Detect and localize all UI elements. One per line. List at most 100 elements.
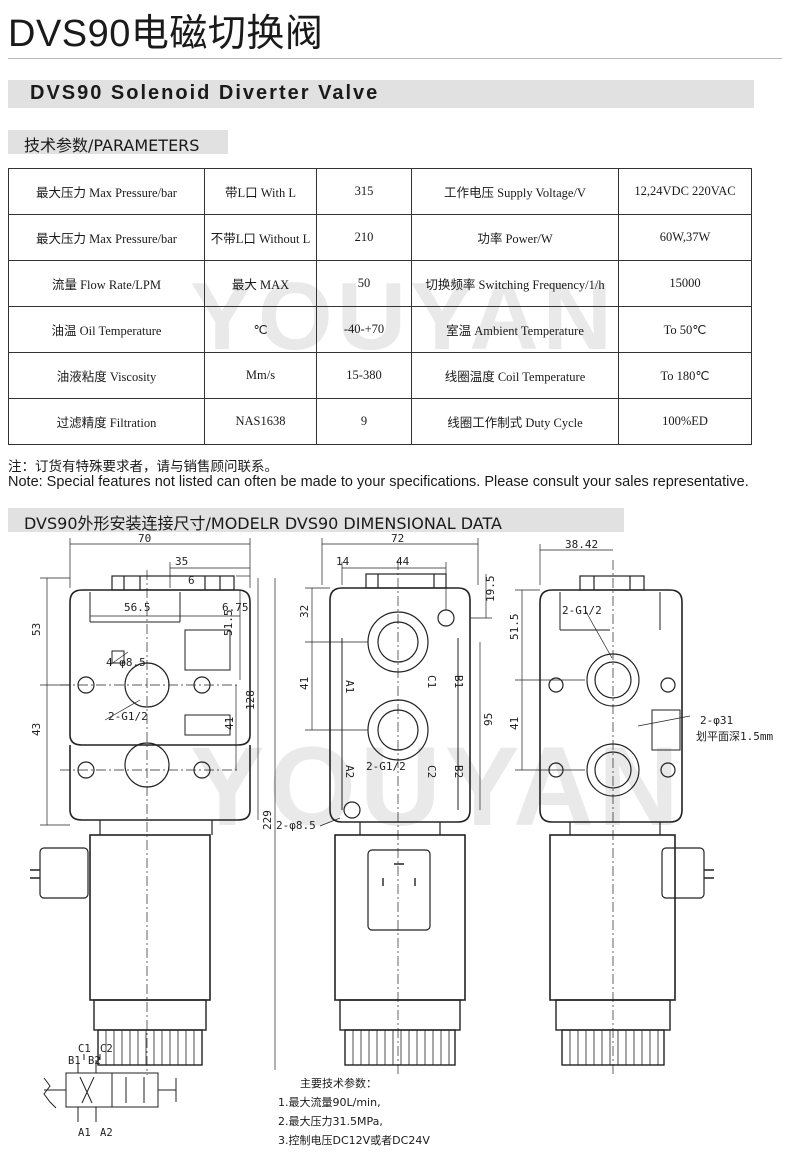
table-row: 最大压力 Max Pressure/bar 带L口 With L 315 工作电… (8, 168, 752, 215)
port-a1: A1 (343, 680, 356, 693)
param-condition: 不带L口 Without L (204, 214, 317, 261)
label-4-holes: 4-φ8.5 (106, 656, 146, 669)
param-name: 线圈工作制式 Duty Cycle (411, 398, 619, 445)
port-c2: C2 (425, 765, 438, 778)
front-valve-body (69, 589, 251, 746)
subtitle-bar: DVS90 Solenoid Diverter Valve (8, 80, 754, 108)
label-spotface-depth: 划平面深1.5mm (696, 730, 773, 743)
title-divider (8, 58, 782, 59)
rear-mount-hole (660, 677, 676, 693)
param-value: 100%ED (618, 398, 752, 445)
param-value: 60W,37W (618, 214, 752, 261)
param-name: 功率 Power/W (411, 214, 619, 261)
param-value: 15-380 (316, 352, 412, 399)
param-condition: 带L口 With L (204, 168, 317, 215)
dim-38-42: 38.42 (565, 538, 598, 551)
dim-44: 44 (396, 555, 410, 568)
table-row: 流量 Flow Rate/LPM 最大 MAX 50 切换频率 Switchin… (8, 260, 752, 307)
dim-6: 6 (188, 574, 195, 587)
front-connector (39, 847, 89, 899)
dim-41-side: 41 (298, 677, 311, 690)
port-c1: C1 (425, 675, 438, 688)
label-spotface: 2-φ31 (700, 714, 733, 727)
param-value: 315 (316, 168, 412, 215)
parameters-section-title: 技术参数/PARAMETERS (24, 136, 200, 155)
rear-view (515, 544, 714, 1075)
parameters-table: 最大压力 Max Pressure/bar 带L口 With L 315 工作电… (8, 168, 752, 445)
front-knurled-nut (97, 1029, 203, 1066)
dim-128: 128 (244, 690, 257, 710)
table-row: 过滤精度 Filtration NAS1638 9 线圈工作制式 Duty Cy… (8, 398, 752, 445)
rear-connector (661, 847, 705, 899)
dim-56-5: 56.5 (124, 601, 151, 614)
watermark-bottom: YOUYAN (190, 724, 683, 849)
dim-229: 229 (261, 810, 274, 830)
dimensional-drawing: 70 35 6 56.5 6.75 51.5 53 43 128 41 229 … (30, 532, 773, 1139)
dim-19-5: 19.5 (484, 576, 497, 603)
param-name: 工作电压 Supply Voltage/V (411, 168, 619, 215)
side-valve-body (329, 587, 471, 823)
dim-35: 35 (175, 555, 188, 568)
param-condition: ℃ (204, 306, 317, 353)
port-b2: B2 (452, 765, 465, 778)
param-name: 最大压力 Max Pressure/bar (8, 214, 205, 261)
rear-mount-hole (548, 677, 564, 693)
dim-95: 95 (482, 713, 495, 726)
dim-6-75: 6.75 (222, 601, 249, 614)
dim-51-5-rear: 51.5 (508, 614, 521, 641)
param-name: 过滤精度 Filtration (8, 398, 205, 445)
label-2-holes: 2-φ8.5 (276, 819, 316, 832)
side-knurled-nut (344, 1029, 456, 1066)
param-name: 室温 Ambient Temperature (411, 306, 619, 353)
front-top-nut (111, 575, 235, 591)
main-specs: 主要技术参数： 1.最大流量90L/min, 2.最大压力31.5MPa, 3.… (278, 1074, 430, 1150)
param-name: 最大压力 Max Pressure/bar (8, 168, 205, 215)
param-name: 线圈温度 Coil Temperature (411, 352, 619, 399)
param-value: 50 (316, 260, 412, 307)
dim-41: 41 (223, 717, 236, 730)
dim-70: 70 (138, 532, 151, 545)
param-name: 油温 Oil Temperature (8, 306, 205, 353)
side-coil (334, 834, 466, 1001)
side-connector (367, 849, 431, 931)
sym-b1: B1 (68, 1055, 81, 1067)
dim-53: 53 (30, 623, 43, 636)
table-row: 油液粘度 Viscosity Mm/s 15-380 线圈温度 Coil Tem… (8, 352, 752, 399)
side-view (305, 538, 492, 1075)
port-b1: B1 (452, 675, 465, 688)
param-value: To 180℃ (618, 352, 752, 399)
page-title: DVS90电磁切换阀 (8, 13, 324, 55)
dim-72: 72 (391, 532, 404, 545)
side-view-labels: 72 14 44 19.5 32 41 95 A1 C1 B1 A2 C2 B2… (276, 532, 497, 832)
hydraulic-symbol (43, 1054, 177, 1122)
rear-view-labels: 38.42 51.5 41 2-G1/2 2-φ31 划平面深1.5mm (508, 538, 773, 743)
front-coil (89, 834, 211, 1001)
sym-a2: A2 (100, 1127, 113, 1139)
hydraulic-symbol-labels: C1 C2 B1 B2 A1 A2 (68, 1043, 113, 1139)
side-mount-hole (343, 801, 361, 819)
label-side-g12: 2-G1/2 (366, 760, 406, 773)
front-view-labels: 70 35 6 56.5 6.75 51.5 53 43 128 41 229 … (30, 532, 274, 830)
param-value: -40-+70 (316, 306, 412, 353)
specs-heading: 主要技术参数： (300, 1077, 377, 1090)
dimensions-section-header: DVS90外形安装连接尺寸/MODELR DVS90 DIMENSIONAL D… (8, 508, 624, 533)
param-name: 流量 Flow Rate/LPM (8, 260, 205, 307)
dim-14: 14 (336, 555, 350, 568)
parameters-section-header: 技术参数/PARAMETERS (8, 130, 228, 155)
param-value: To 50℃ (618, 306, 752, 353)
note-chinese: 注：订货有特殊要求者，请与销售顾问联系。 (8, 459, 278, 475)
rear-valve-body (539, 589, 683, 823)
spec-item: 1.最大流量90L/min, (278, 1096, 381, 1109)
param-condition: Mm/s (204, 352, 317, 399)
dimensions-section-title: DVS90外形安装连接尺寸/MODELR DVS90 DIMENSIONAL D… (24, 514, 502, 533)
label-rear-g12: 2-G1/2 (562, 604, 602, 617)
param-value: 15000 (618, 260, 752, 307)
param-value: 210 (316, 214, 412, 261)
param-name: 切换频率 Switching Frequency/1/h (411, 260, 619, 307)
dim-41-rear: 41 (508, 717, 521, 730)
side-mount-hole (437, 609, 455, 627)
note-english: Note: Special features not listed can of… (8, 474, 749, 490)
subtitle: DVS90 Solenoid Diverter Valve (30, 82, 380, 104)
param-condition: NAS1638 (204, 398, 317, 445)
sym-a1: A1 (78, 1127, 91, 1139)
